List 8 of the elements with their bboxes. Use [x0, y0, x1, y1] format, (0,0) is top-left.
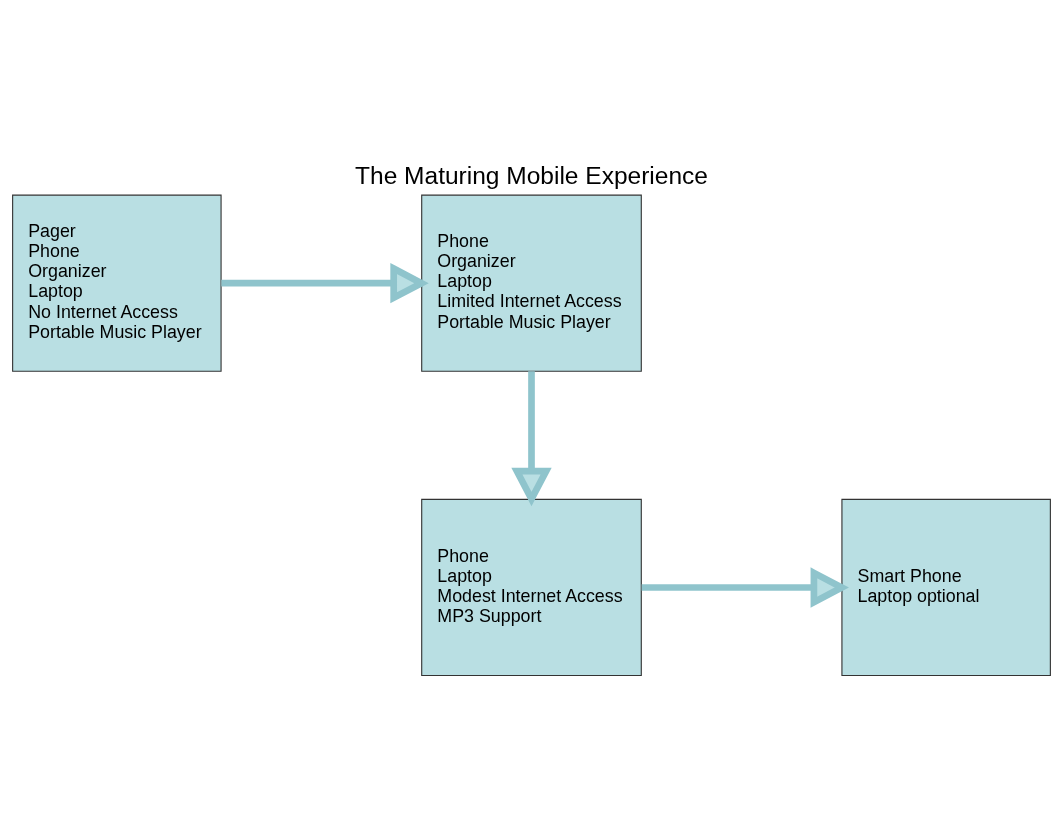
node-box: Phone Organizer Laptop Limited Internet Access Portable Music Player: [421, 194, 642, 372]
arrow: [641, 567, 849, 608]
arrow: [511, 371, 552, 507]
node-box: Phone Laptop Modest Internet Access MP3 Support: [421, 498, 642, 677]
diagram-title: The Maturing Mobile Experience: [355, 161, 708, 189]
arrow: [221, 263, 429, 304]
node-box: Smart Phone Laptop optional: [841, 498, 1051, 677]
node-box: Pager Phone Organizer Laptop No Internet Access Portable Music Player: [12, 194, 222, 372]
